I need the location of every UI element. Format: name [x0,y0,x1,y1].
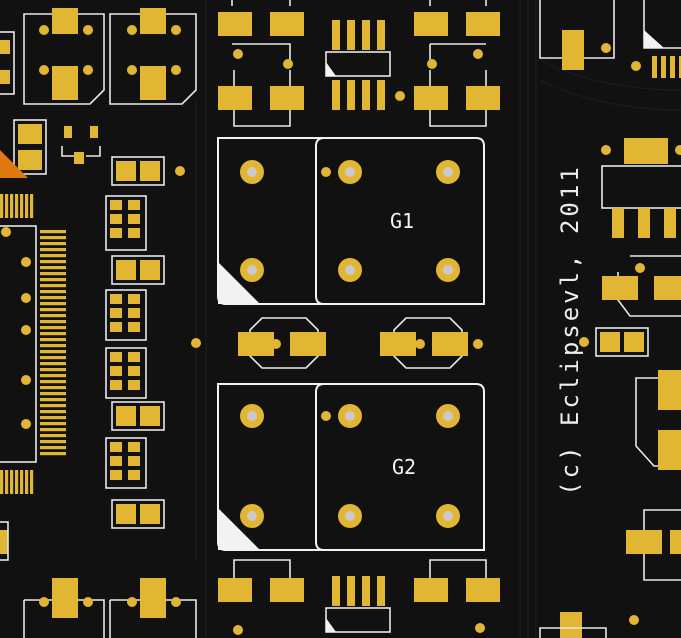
left-bottom-components [0,521,197,638]
middle-diodes [238,317,483,369]
highlight-marker [0,150,28,178]
resistor-arrays [105,156,201,529]
copyright-text: (c) Eclipsevl, 2011 [556,164,584,496]
top-middle-components [218,0,500,127]
relay-g2-label: G2 [391,455,417,479]
right-components [539,0,681,638]
left-top-components [0,8,197,105]
bottom-middle-components [218,559,500,635]
copper-traces [195,0,681,638]
left-ic-column [0,119,101,494]
relay-g1 [217,137,485,305]
relay-g2 [217,383,485,551]
relay-g1-label: G1 [389,209,415,233]
fine-pitch-pads [0,194,66,494]
